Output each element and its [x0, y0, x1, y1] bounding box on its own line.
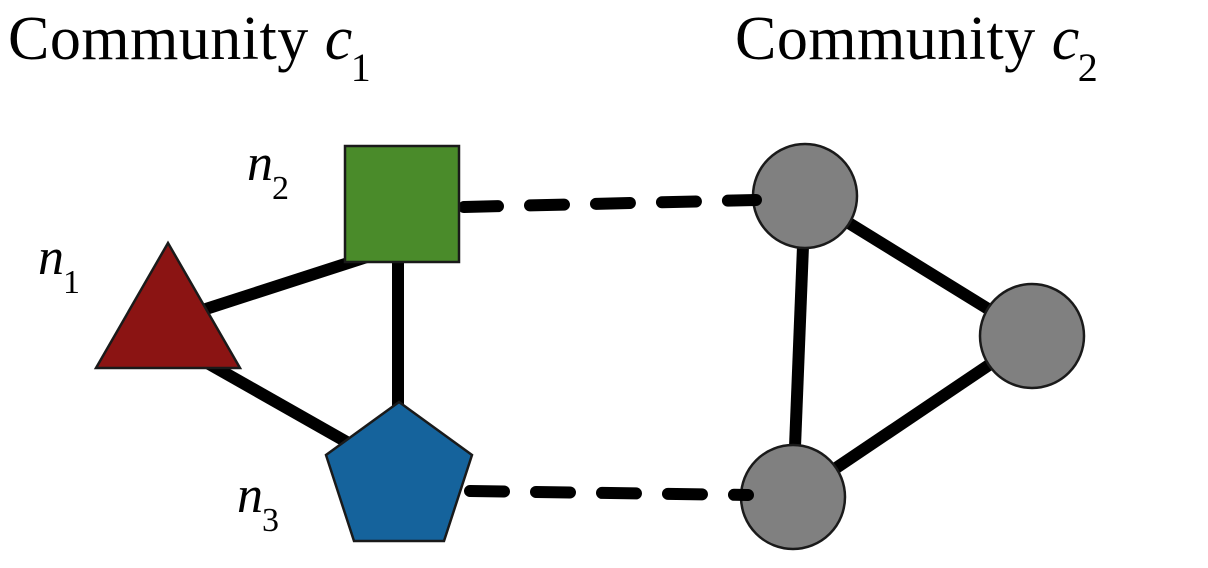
community-title-c1-subscript: 1: [350, 45, 372, 91]
node-label-n3: n3: [237, 467, 280, 538]
community-title-c2: Community c2: [735, 5, 1100, 88]
nodes-community-c2: [739, 142, 1086, 551]
community-title-c1-prefix: Community: [8, 5, 309, 73]
node-label-n3-symbol: n: [237, 467, 263, 524]
node-label-n1-symbol: n: [38, 229, 64, 286]
node-circle-bottom[interactable]: [739, 443, 847, 551]
community-title-c1-symbol: c: [324, 5, 353, 73]
community-title-c2-symbol: c: [1051, 5, 1080, 73]
node-circle-top[interactable]: [751, 142, 859, 250]
node-circle-right[interactable]: [978, 282, 1086, 390]
community-title-c2-prefix: Community: [735, 5, 1036, 73]
node-label-n1: n1: [38, 229, 81, 300]
node-label-n2-symbol: n: [247, 135, 273, 192]
node-triangle-n1[interactable]: [93, 240, 243, 370]
node-pentagon-n3[interactable]: [324, 400, 474, 543]
edges-inter-community: [458, 194, 762, 501]
node-label-n3-subscript: 3: [262, 502, 279, 540]
edge-dashed-n3-g3: [464, 485, 754, 501]
community-title-c1: Community c1: [8, 5, 373, 88]
nodes-community-c1: [93, 144, 474, 543]
community-title-c2-subscript: 2: [1077, 45, 1099, 91]
node-label-n2: n2: [247, 135, 290, 206]
edge-dashed-n2-g1: [458, 194, 762, 213]
node-square-n2[interactable]: [343, 144, 461, 264]
node-label-n1-subscript: 1: [63, 264, 80, 302]
node-label-n2-subscript: 2: [272, 170, 289, 208]
